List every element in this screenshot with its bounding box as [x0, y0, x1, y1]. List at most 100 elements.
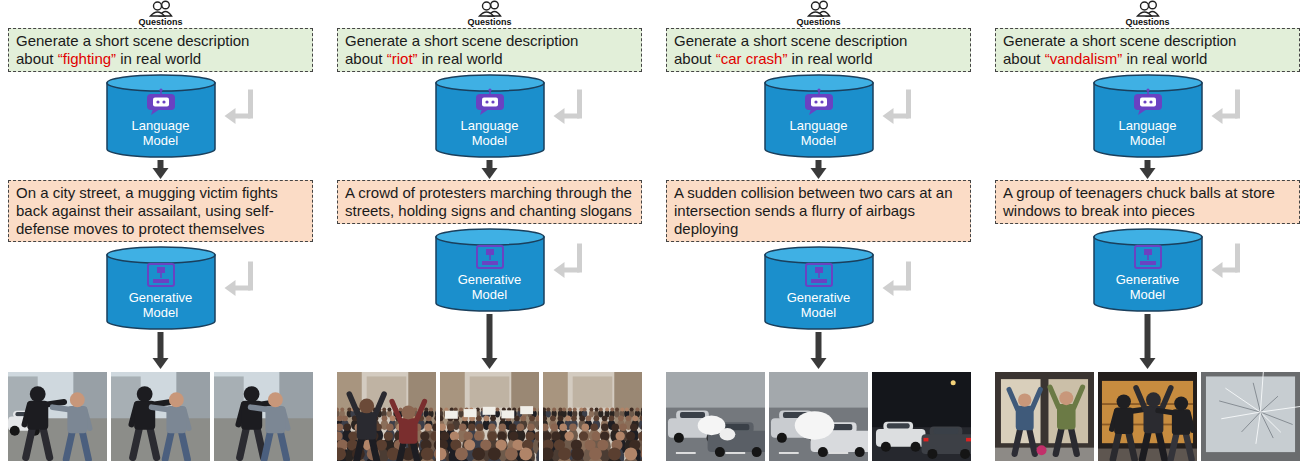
- crowd-head: [543, 415, 547, 421]
- cylinder-top: [107, 75, 215, 91]
- chat-bubble-tail: [480, 109, 489, 115]
- printer-nozzle: [815, 267, 823, 273]
- photo-detail: [470, 376, 510, 407]
- questions-label: Questions: [467, 17, 511, 27]
- figure-head: [30, 386, 46, 402]
- crowd-head: [436, 407, 437, 411]
- figure-head: [401, 405, 415, 419]
- node-text: On a city street, a mugging victim fight…: [16, 184, 278, 237]
- crowd-head: [569, 423, 577, 431]
- car-crash-photo: [666, 372, 765, 461]
- crowd-head: [476, 415, 482, 421]
- figure-head: [70, 392, 85, 407]
- arrow-shaft: [1235, 246, 1240, 270]
- keyword-text: “car crash”: [716, 50, 788, 67]
- node-text: A crowd of protesters marching through t…: [345, 184, 632, 219]
- return-arrow: [883, 92, 909, 124]
- printer-nozzle: [486, 249, 494, 255]
- photo-detail: [511, 372, 539, 425]
- arrow-shaft: [893, 286, 909, 291]
- crowd-head: [543, 431, 551, 440]
- photo-detail: [769, 372, 868, 412]
- arrow-shaft: [1222, 268, 1238, 273]
- printer-bed: [811, 279, 827, 283]
- crowd-head: [546, 407, 550, 411]
- return-arrow: [225, 92, 251, 124]
- car-crash-photo: [769, 372, 868, 461]
- return-arrow: [554, 246, 580, 278]
- crowd-body: [538, 456, 539, 461]
- robot-antenna-tip: [159, 88, 162, 91]
- chat-bubble-tail: [809, 109, 818, 115]
- node-text: Generative Model: [764, 246, 874, 320]
- figure-head: [1059, 391, 1073, 405]
- crowd-head: [632, 415, 638, 421]
- chat-bubble: [805, 94, 833, 110]
- node-text: in real world: [1126, 50, 1207, 67]
- question-prompt-box: Generate a short scene description about…: [337, 28, 642, 72]
- figure-arm: [1032, 389, 1040, 409]
- crowd-head: [390, 415, 396, 421]
- figure-head: [1146, 392, 1161, 407]
- figure-arm: [153, 402, 171, 405]
- photo-detail: [543, 372, 642, 461]
- figure-leg: [1029, 429, 1035, 454]
- crowd-head: [630, 407, 634, 411]
- cylinder-top: [765, 247, 873, 263]
- crowd-head: [464, 431, 473, 440]
- crowd-head: [615, 431, 624, 440]
- crowd-head: [342, 415, 348, 421]
- question-prompt-box: Generate a short scene description about…: [995, 28, 1300, 72]
- person-head: [812, 2, 820, 10]
- crowd-head: [468, 423, 476, 431]
- figure-body: [27, 401, 48, 430]
- crowd-head: [589, 407, 593, 411]
- return-arrow: [1212, 246, 1238, 278]
- riot-photo: [543, 372, 642, 461]
- arrow-head: [883, 108, 894, 124]
- questions-label: Questions: [1125, 17, 1169, 27]
- photo-detail: [666, 372, 765, 412]
- arrow-shaft: [893, 114, 909, 119]
- photo-detail: [614, 372, 642, 425]
- crowd-head: [382, 407, 386, 411]
- crowd-head: [459, 407, 463, 411]
- crowd-head: [638, 431, 642, 440]
- figure-leg: [413, 442, 419, 461]
- arrow-shaft: [487, 160, 493, 169]
- figure-arm: [416, 401, 425, 421]
- crowd-body: [569, 447, 584, 461]
- crowd-head: [593, 415, 599, 421]
- crowd-head: [384, 431, 393, 440]
- crowd-head: [337, 415, 343, 421]
- crowd-head: [590, 423, 598, 431]
- figure-leg: [133, 428, 140, 458]
- arrow-head: [811, 358, 827, 369]
- photo-detail: [8, 372, 107, 421]
- arrow-shaft: [1145, 314, 1151, 359]
- photo-detail: [573, 376, 613, 407]
- chat-bubble: [1134, 94, 1162, 110]
- flow-arrow: [482, 160, 498, 179]
- crowd-head: [589, 447, 602, 460]
- printer-frame: [1135, 246, 1161, 268]
- crowd-head: [429, 407, 433, 411]
- output-arrow: [153, 332, 169, 369]
- crowd-head: [472, 447, 485, 460]
- chat-bubble-tail: [151, 109, 160, 115]
- crowd-head: [559, 423, 567, 431]
- arrow-head: [153, 358, 169, 369]
- printer-nozzle: [1144, 249, 1152, 255]
- photo-detail: [440, 372, 465, 425]
- glass-crack: [1219, 401, 1260, 412]
- printer-bed: [482, 261, 498, 265]
- photo-detail: [674, 433, 684, 443]
- crowd-head: [641, 407, 642, 411]
- arrow-head: [554, 108, 565, 124]
- figure-leg: [165, 431, 171, 459]
- questions-icon: [809, 1, 830, 16]
- figure-leg: [1071, 428, 1077, 454]
- figure-arm: [392, 401, 401, 421]
- crowd-head: [543, 407, 546, 411]
